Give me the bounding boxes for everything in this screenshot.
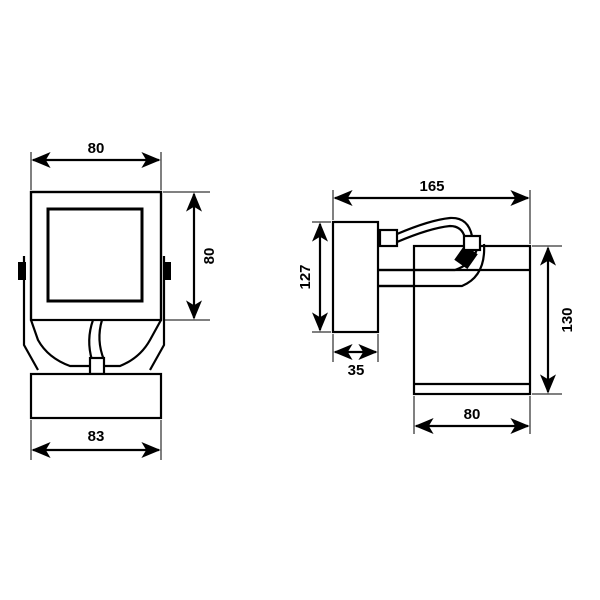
front-bracket bbox=[22, 256, 166, 371]
front-view: 80 80 83 bbox=[18, 140, 218, 460]
side-lamp-body bbox=[412, 244, 532, 396]
front-dim-right-label: 80 bbox=[201, 248, 218, 265]
side-dim-165-label: 165 bbox=[419, 178, 444, 195]
side-wall-plate bbox=[331, 220, 380, 334]
front-cable bbox=[88, 319, 106, 361]
front-cable-gland bbox=[88, 356, 106, 376]
side-dim-80-label: 80 bbox=[464, 406, 481, 423]
front-left-knob bbox=[18, 262, 26, 280]
side-cable-connector bbox=[378, 228, 399, 248]
front-lens bbox=[46, 207, 144, 303]
front-dim-top-label: 80 bbox=[88, 140, 105, 157]
front-housing bbox=[29, 190, 163, 368]
side-dim-130-label: 130 bbox=[559, 307, 576, 332]
side-view: 165 127 35 130 80 bbox=[297, 178, 576, 434]
front-dim-bottom-label: 83 bbox=[88, 428, 105, 445]
front-right-knob bbox=[163, 262, 171, 280]
side-cable bbox=[396, 216, 474, 244]
front-base bbox=[29, 372, 163, 420]
side-dim-35-label: 35 bbox=[348, 362, 365, 379]
front-frame bbox=[29, 190, 163, 322]
side-lamp-connector bbox=[462, 234, 482, 252]
side-dim-127-label: 127 bbox=[297, 264, 314, 289]
